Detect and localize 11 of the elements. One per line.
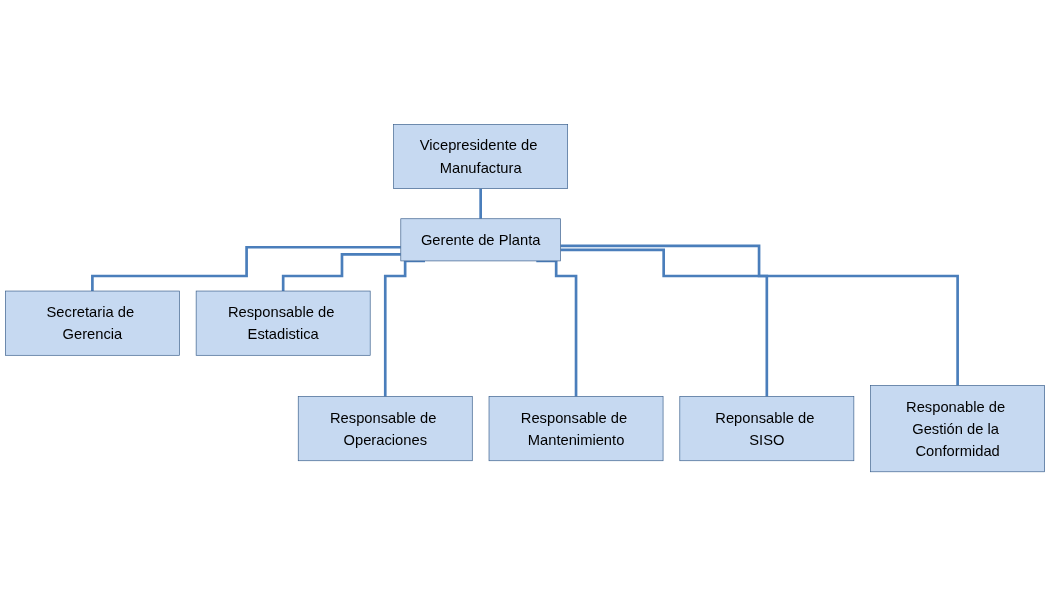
connector [560, 244, 959, 387]
node-box: Vicepresidente de Manufactura [393, 123, 568, 189]
connector [560, 248, 769, 398]
node-box: Responsable de Operaciones [297, 396, 473, 461]
connector [479, 187, 482, 220]
node-box: Responable de Gestión de la Conformidad [870, 385, 1045, 473]
node-box: Responsable de Estadistica [195, 290, 371, 356]
node-box: Reponsable de SISO [679, 396, 855, 461]
node-box: Responsable de Mantenimiento [488, 396, 664, 461]
node-box: Gerente de Planta [400, 218, 561, 262]
node-box: Secretaria de Gerencia [5, 290, 180, 356]
